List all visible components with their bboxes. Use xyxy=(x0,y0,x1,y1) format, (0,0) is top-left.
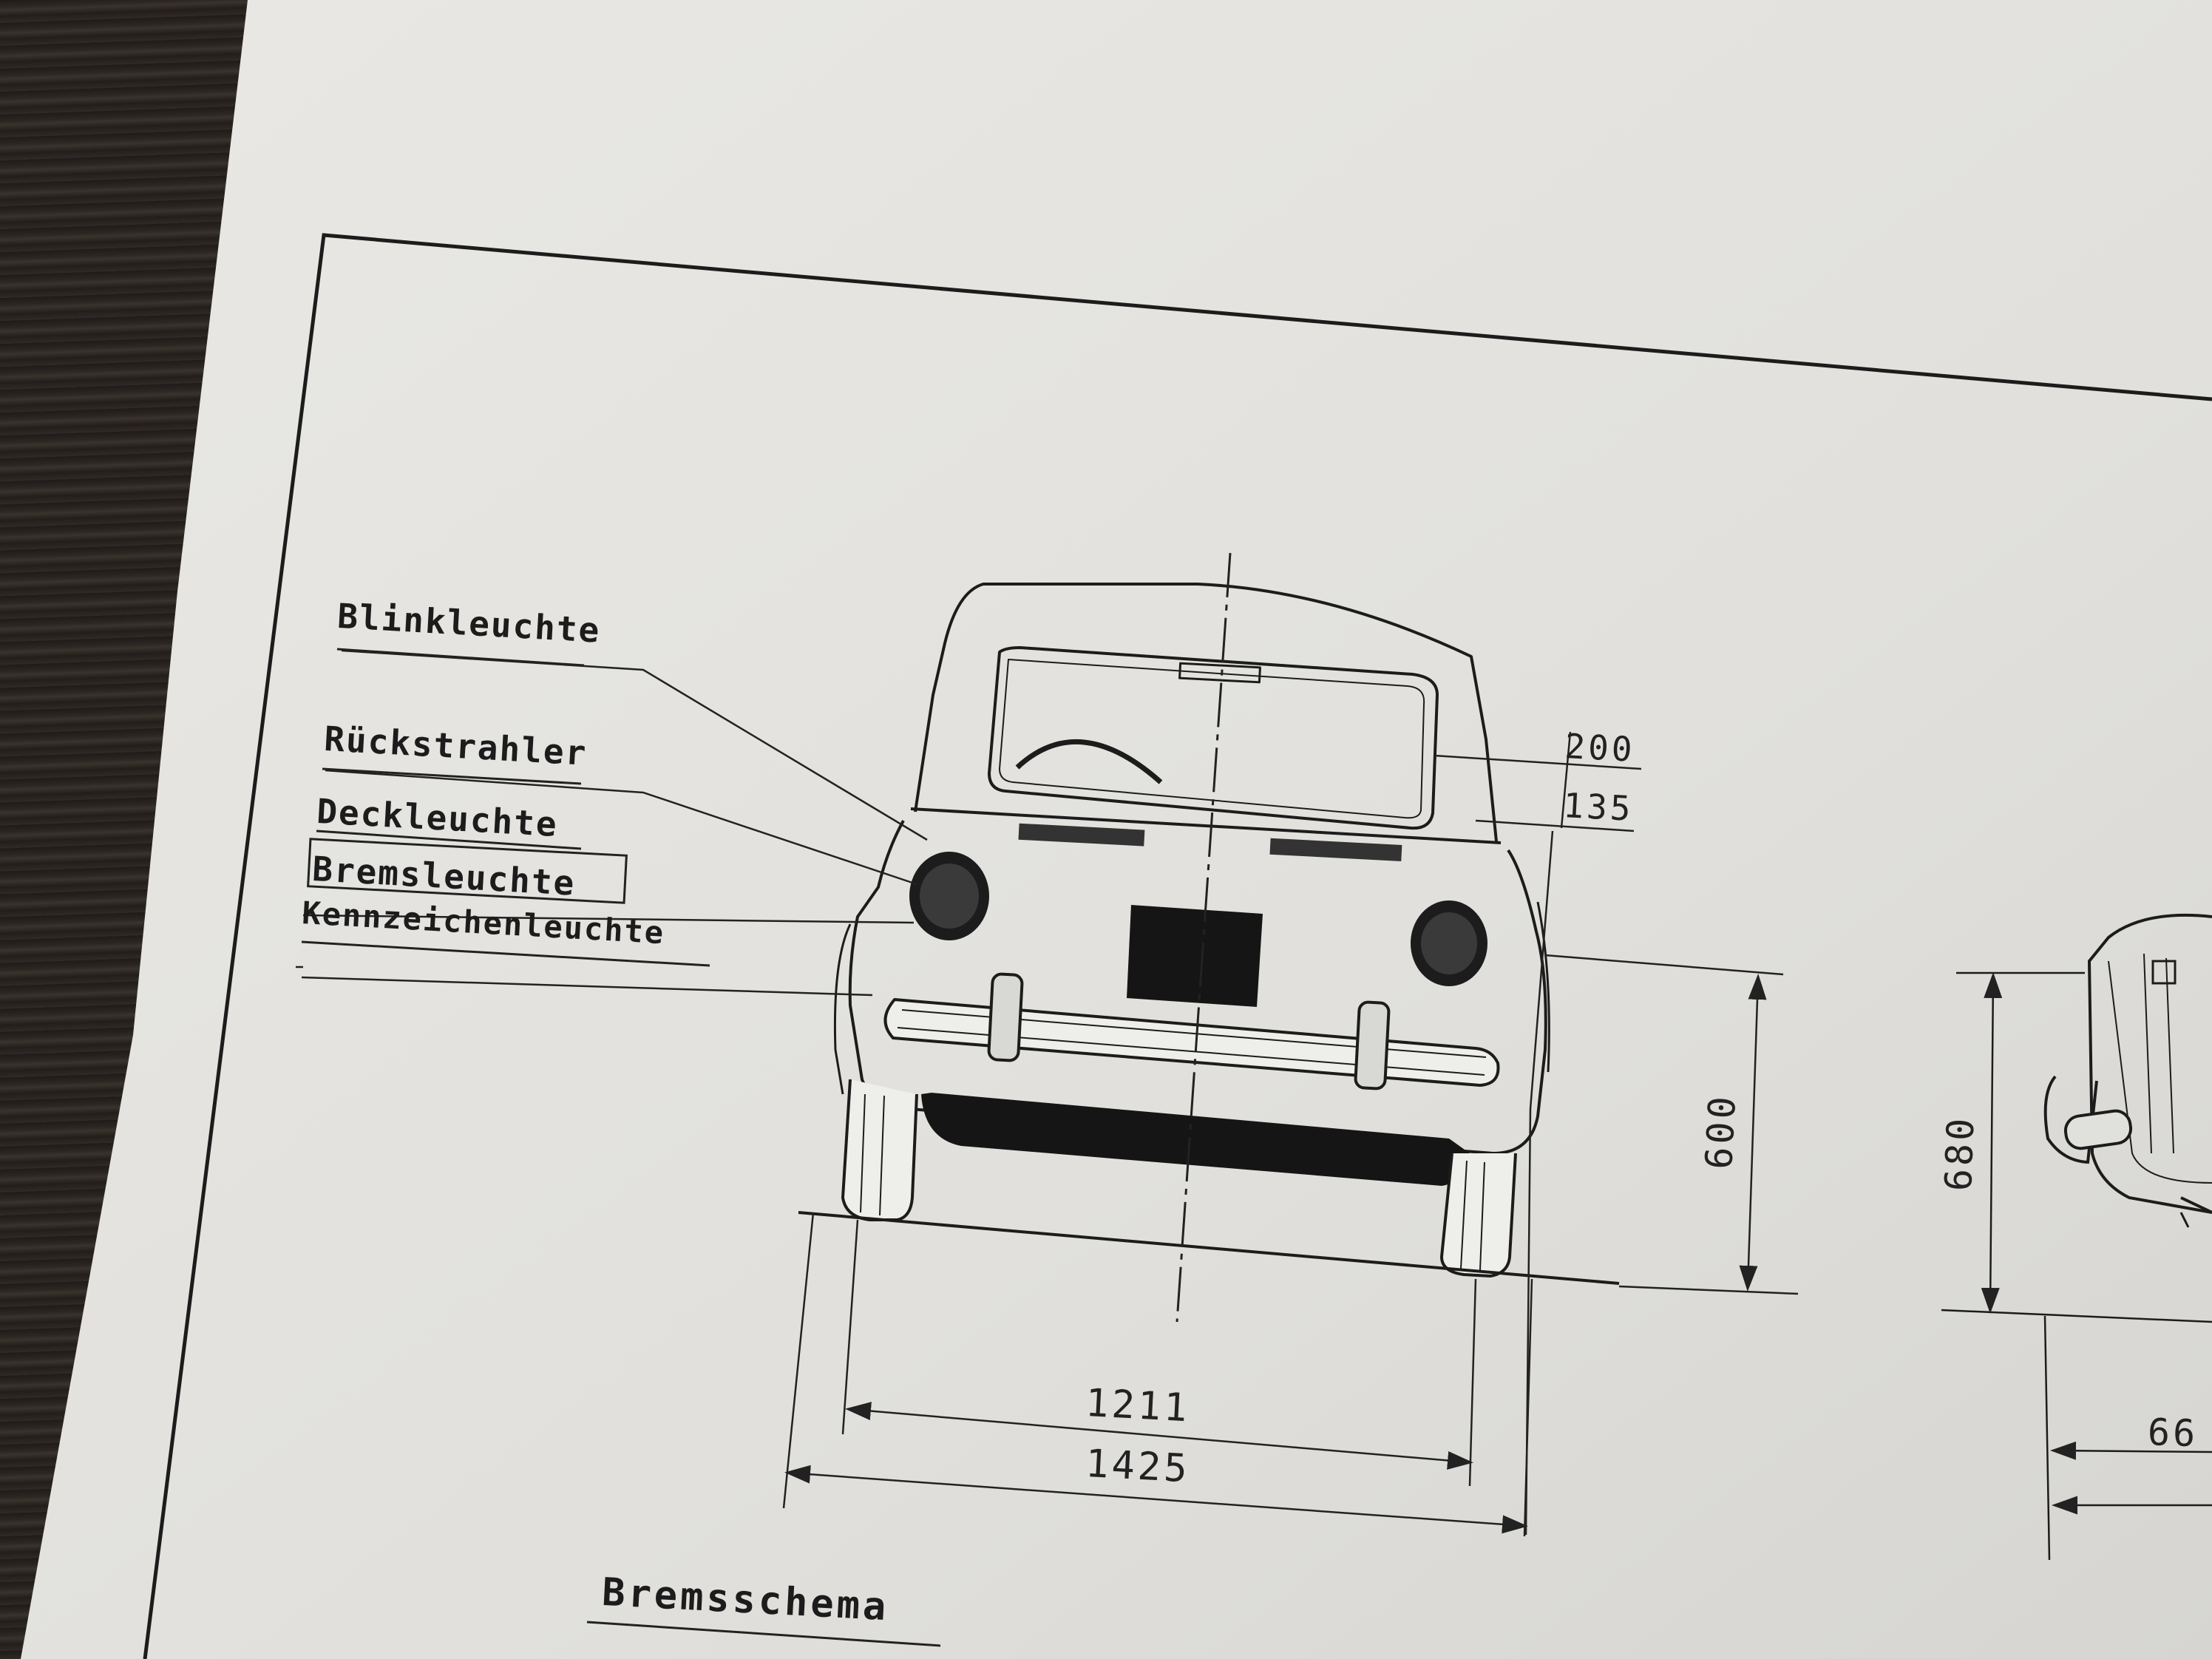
license-plate xyxy=(1127,905,1263,1007)
right-tire xyxy=(1440,1153,1517,1278)
car-roof xyxy=(914,583,1498,842)
rear-window xyxy=(988,646,1439,830)
dimension-680: 680 xyxy=(1937,1114,1983,1192)
car-rear-view xyxy=(798,583,1620,1285)
dimension-66-partial: 66 xyxy=(2146,1411,2199,1456)
drawing-frame xyxy=(143,233,2212,1659)
dimension-600: 600 xyxy=(1697,1092,1745,1171)
ground-line xyxy=(798,1211,1620,1285)
undercarriage xyxy=(921,1093,1470,1186)
car-side-view-partial xyxy=(1941,913,2212,1561)
center-axis xyxy=(1175,552,1232,1323)
dimension-135: 135 xyxy=(1562,785,1635,829)
bremsleuchte-box xyxy=(307,838,628,904)
dimension-200: 200 xyxy=(1564,726,1636,770)
dimension-1425: 1425 xyxy=(1084,1442,1192,1492)
dimension-1211: 1211 xyxy=(1084,1381,1192,1431)
